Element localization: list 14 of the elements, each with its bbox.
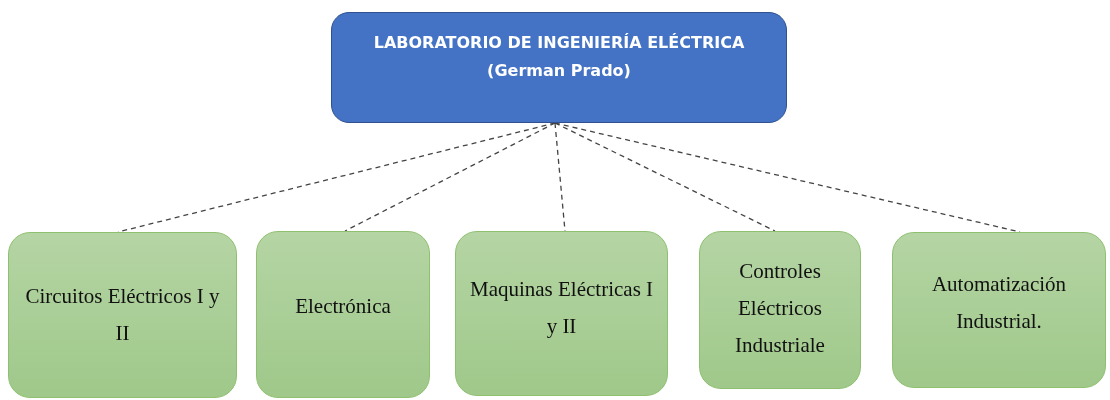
- topic-box: [256, 231, 430, 398]
- dashed-connector: [554, 122, 776, 232]
- topic-box: [455, 231, 668, 396]
- node-label: Controles Eléctricos Industriale: [734, 257, 826, 359]
- node-label: Circuitos Eléctricos I y II: [24, 283, 221, 347]
- dashed-connector: [344, 122, 556, 232]
- node-label: Maquinas Eléctricas I y II: [468, 275, 655, 340]
- node-label: Automatización Industrial.: [930, 271, 1068, 335]
- node-label: LABORATORIO DE INGENIERÍA ELÉCTRICA (German Prado): [372, 31, 746, 82]
- topic-box: [8, 232, 237, 398]
- node-label: Electrónica: [295, 293, 391, 320]
- topic-box: [699, 231, 861, 389]
- title-box: [331, 12, 787, 123]
- topic-box: [892, 232, 1106, 388]
